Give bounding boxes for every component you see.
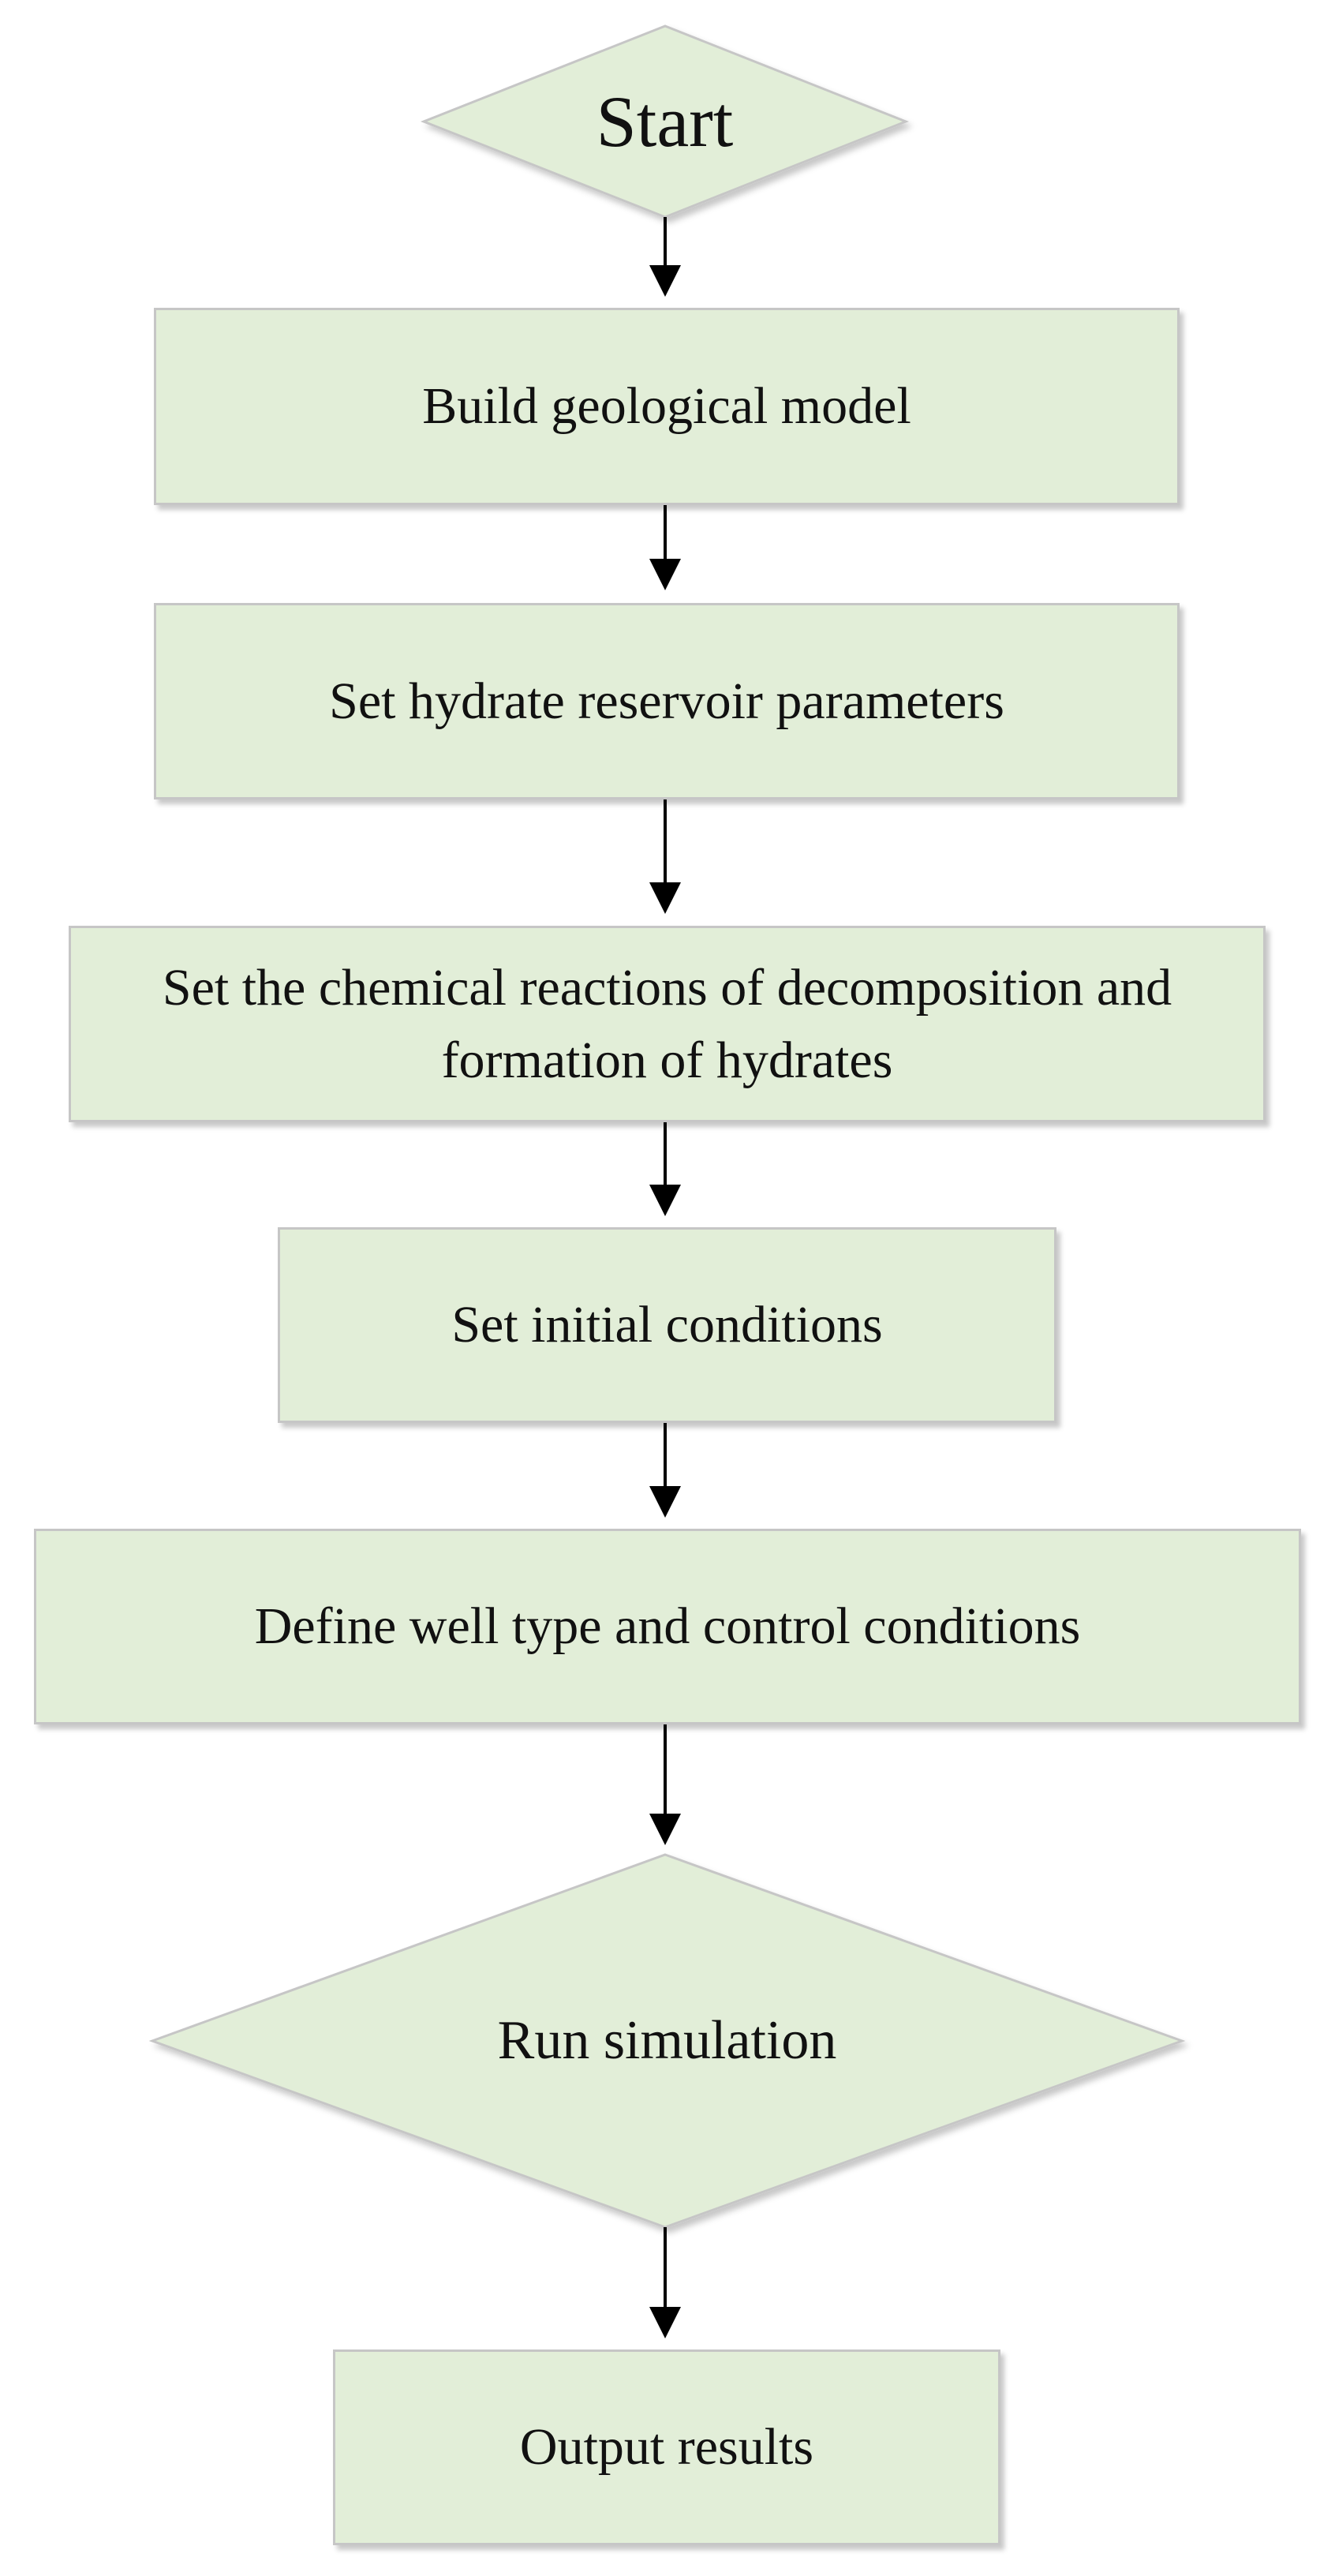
run-simulation-label: Run simulation [497, 2010, 837, 2071]
reservoir-params-label: Set hydrate reservoir parameters [329, 672, 1004, 730]
build-model-box: Build geological model [154, 308, 1180, 505]
reservoir-params-box: Set hydrate reservoir parameters [154, 603, 1180, 799]
start-label: Start [596, 81, 734, 162]
initial-conditions-box: Set initial conditions [278, 1227, 1056, 1423]
output-results-label: Output results [519, 2418, 814, 2477]
output-results-box: Output results [333, 2349, 1000, 2545]
well-type-label: Define well type and control conditions [254, 1597, 1081, 1656]
build-model-label: Build geological model [422, 377, 911, 436]
well-type-box: Define well type and control conditions [34, 1529, 1301, 1724]
chemical-reactions-label: Set the chemical reactions of decomposit… [162, 959, 1172, 1089]
chemical-reactions-box: Set the chemical reactions of decomposit… [69, 926, 1266, 1122]
initial-conditions-label: Set initial conditions [451, 1296, 883, 1354]
